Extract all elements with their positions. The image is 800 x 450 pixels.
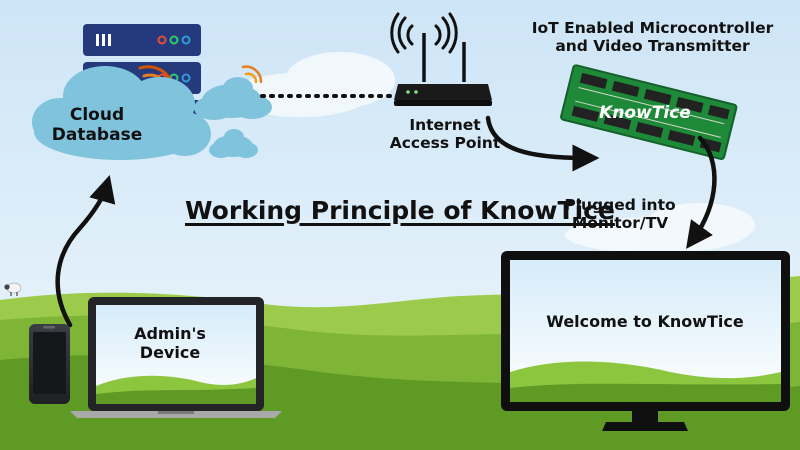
laptop-icon — [70, 297, 282, 418]
cloud-database-icon — [32, 66, 211, 160]
tiny-cloud-icon — [209, 129, 258, 158]
diagram-title: Working Principle of KnowTice — [185, 196, 615, 225]
board-brand-label: KnowTice — [599, 103, 691, 123]
arrow-phone-to-cloud — [55, 175, 116, 328]
arrow-router-to-board — [485, 115, 600, 172]
small-cloud-icon — [194, 77, 272, 120]
smartphone-icon — [29, 324, 70, 404]
wifi-router-icon — [390, 12, 492, 106]
monitor-screen-text: Welcome to KnowTice — [546, 312, 744, 331]
sheep-icon — [4, 282, 22, 296]
arrows — [55, 115, 717, 328]
arrow-board-to-monitor — [686, 135, 717, 249]
monitor-icon — [501, 251, 790, 431]
microcontroller-board-icon — [560, 64, 738, 161]
